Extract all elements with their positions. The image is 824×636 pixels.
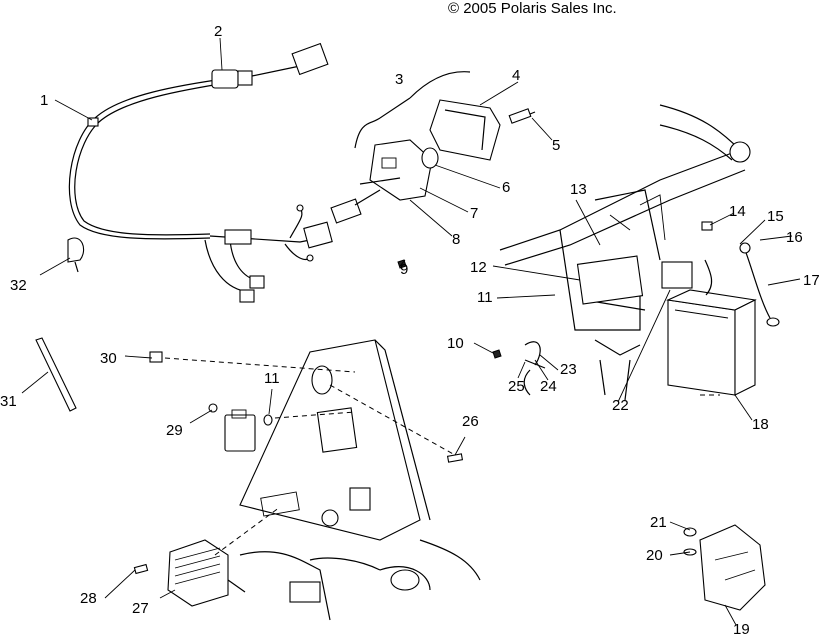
callout-15: 15: [767, 208, 784, 225]
battery: [661, 221, 780, 396]
callout-9: 9: [400, 261, 408, 278]
callout-22: 22: [612, 397, 629, 414]
callout-30: 30: [100, 350, 117, 367]
callout-21: 21: [650, 514, 667, 531]
callout-16: 16: [786, 229, 803, 246]
wire-harness: [68, 42, 333, 303]
callout-10: 10: [447, 335, 464, 352]
callout-28: 28: [80, 590, 97, 607]
callout-11-right: 11: [477, 289, 493, 306]
leader-lines: [21, 37, 801, 626]
callout-29: 29: [166, 422, 183, 439]
voltage-regulator: [133, 539, 246, 607]
callout-5: 5: [552, 137, 560, 154]
callout-17: 17: [803, 272, 820, 289]
callout-18: 18: [752, 416, 769, 433]
callout-20: 20: [646, 547, 663, 564]
callout-19: 19: [733, 621, 750, 636]
callout-4: 4: [512, 67, 520, 84]
callout-11-left: 11: [264, 370, 280, 387]
callout-27: 27: [132, 600, 149, 617]
callout-13: 13: [570, 181, 587, 198]
callout-14: 14: [729, 203, 746, 220]
copyright-notice: © 2005 Polaris Sales Inc.: [448, 0, 617, 17]
callout-3: 3: [395, 71, 403, 88]
callout-6: 6: [502, 179, 510, 196]
callout-labels: 1 2 3 4 5 6 7 8 9 10 11 11 12 13 14 15 1…: [0, 23, 820, 636]
tail-light-assembly: [330, 71, 536, 269]
callout-2: 2: [214, 23, 222, 40]
callout-31: 31: [0, 393, 17, 410]
cdi-module: [208, 403, 273, 452]
callout-24: 24: [540, 378, 557, 395]
callout-26: 26: [462, 413, 479, 430]
callout-25: 25: [508, 378, 525, 395]
callout-8: 8: [452, 231, 460, 248]
rear-frame: [499, 104, 751, 401]
callout-1: 1: [40, 92, 48, 109]
callout-12: 12: [470, 259, 487, 276]
callout-32: 32: [10, 277, 27, 294]
callout-23: 23: [560, 361, 577, 378]
callout-7: 7: [470, 205, 478, 222]
alignment-lines: [164, 357, 720, 556]
misc-parts: [35, 237, 766, 611]
center-panel: [239, 339, 481, 621]
